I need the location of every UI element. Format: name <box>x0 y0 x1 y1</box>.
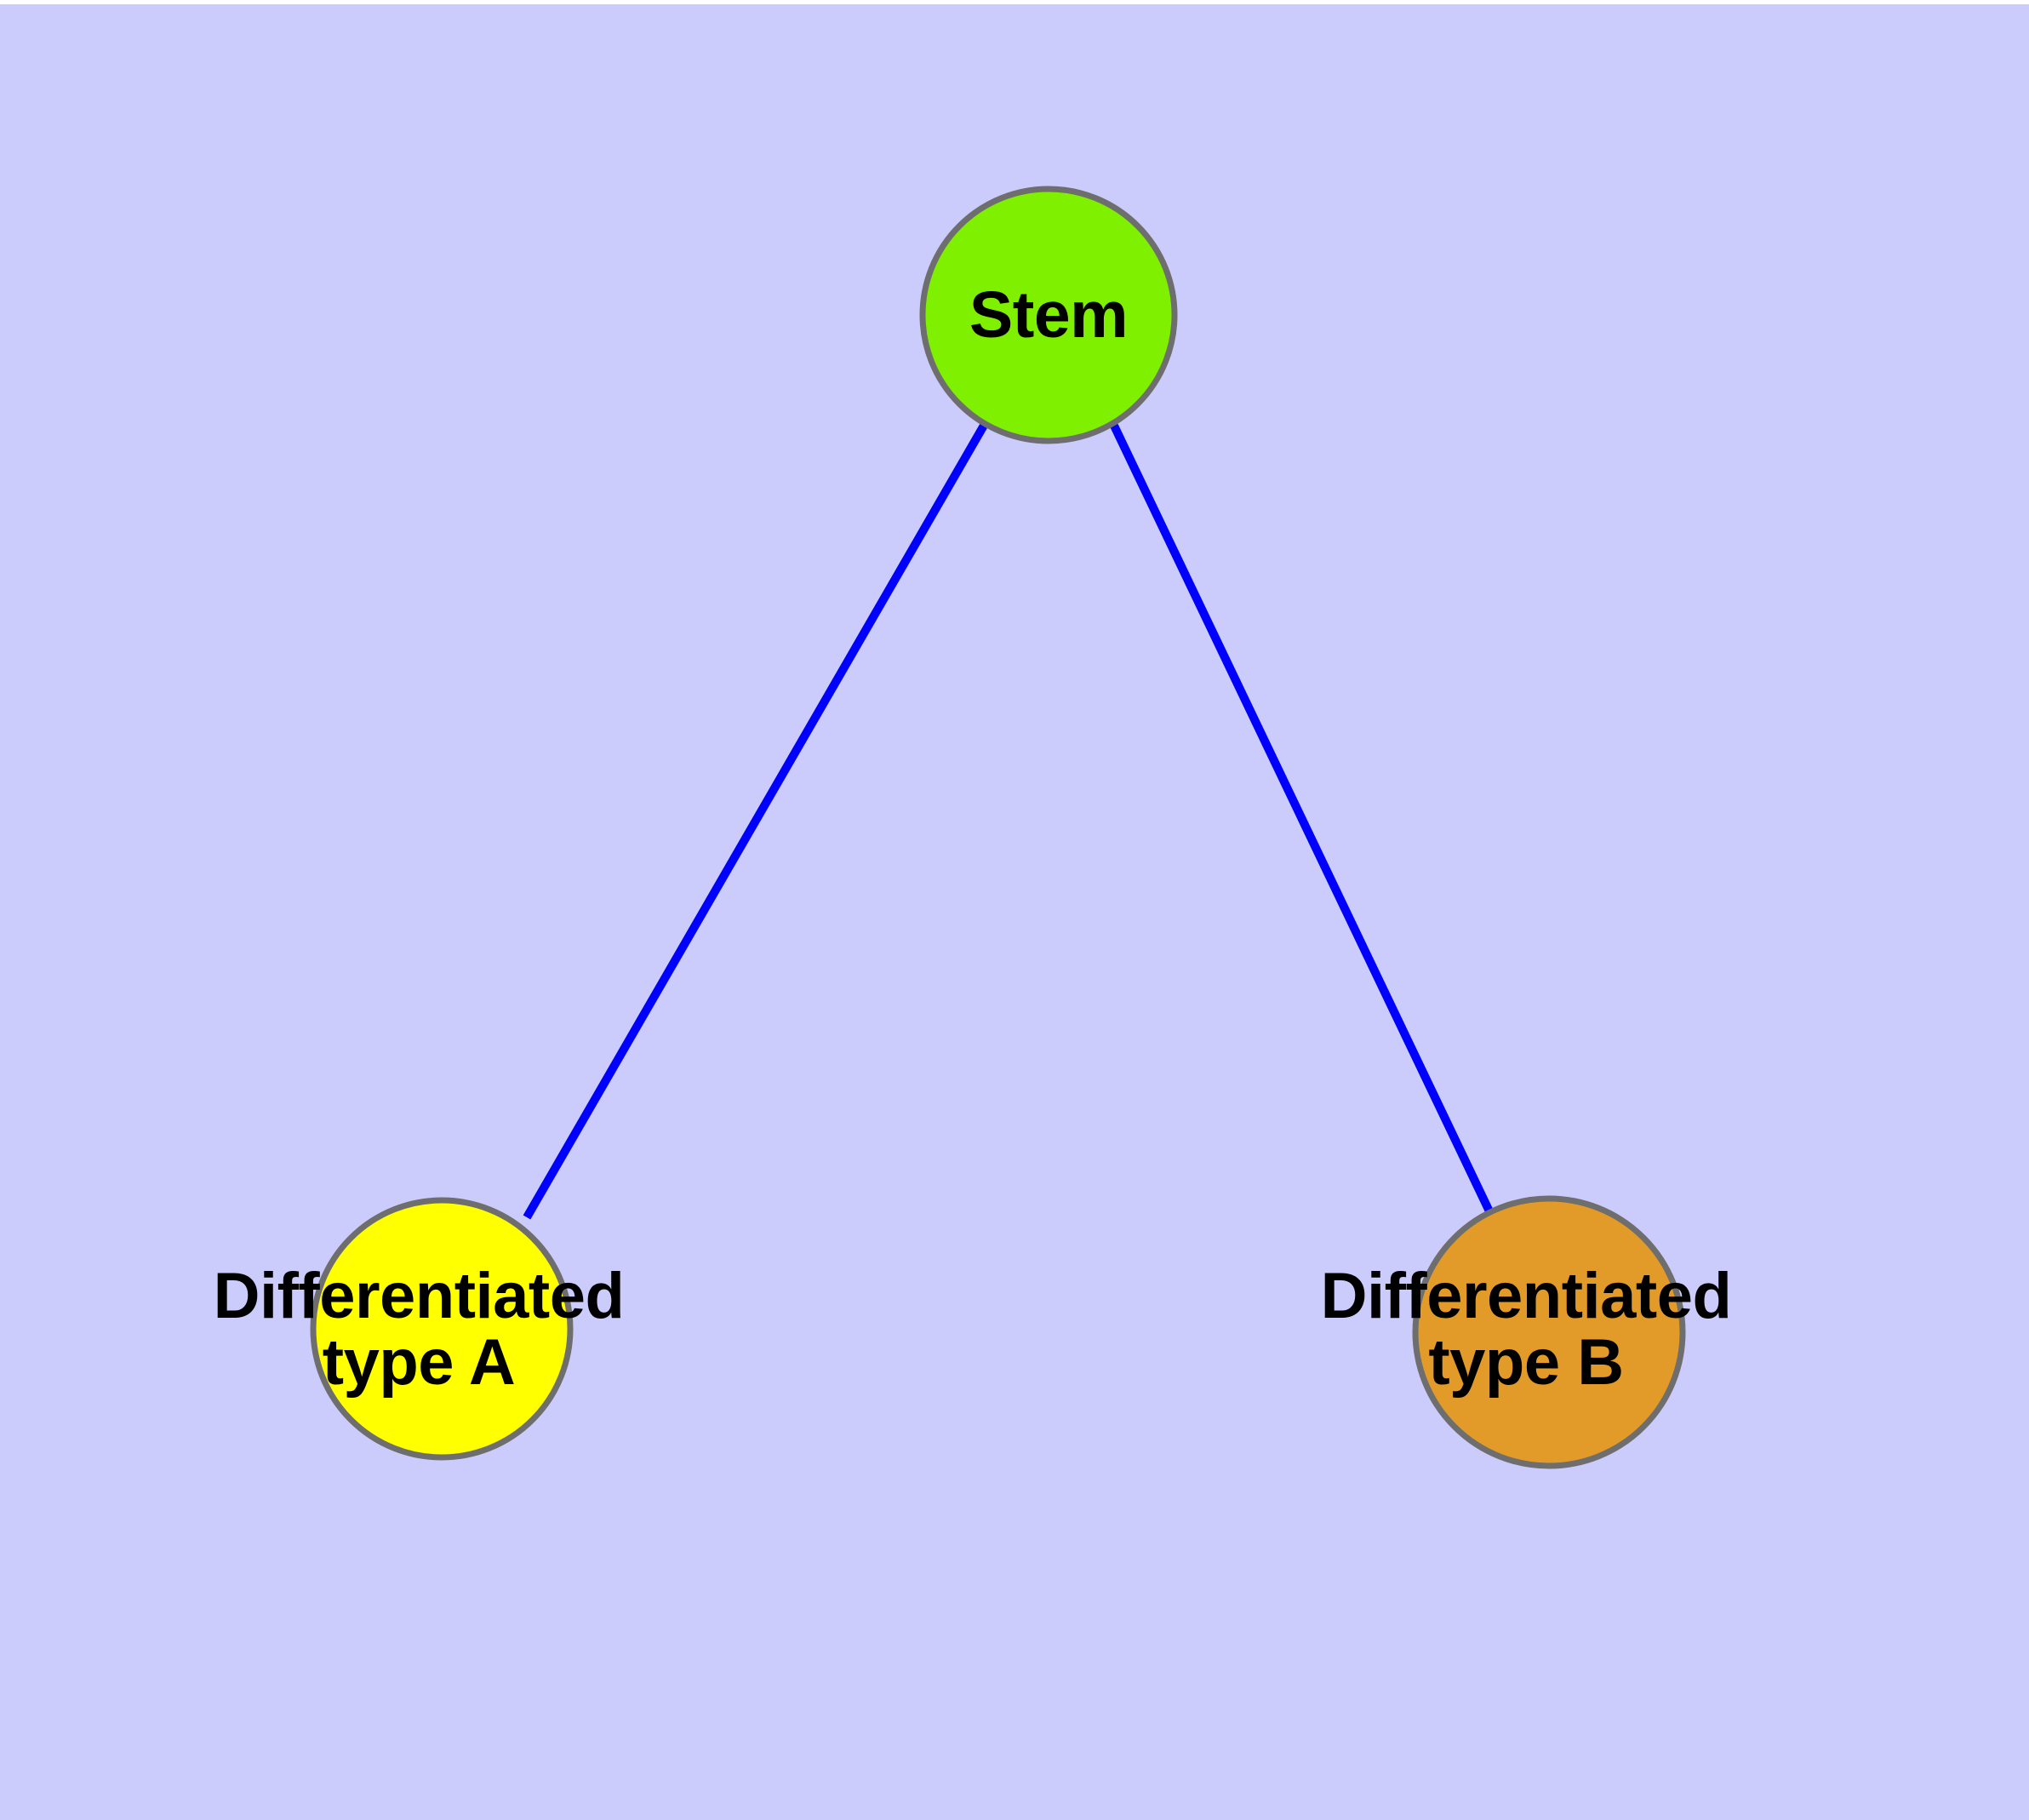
graph-edge-stem-diff_b[interactable] <box>1110 423 1494 1214</box>
graph-edge-stem-diff_a[interactable] <box>523 421 989 1220</box>
nodes-group <box>310 186 1686 1469</box>
graph-node-diff_a[interactable] <box>310 1197 574 1461</box>
graph-node-stem[interactable] <box>919 186 1178 444</box>
graph-node-diff_b[interactable] <box>1412 1195 1686 1469</box>
edges-group <box>523 421 1494 1220</box>
